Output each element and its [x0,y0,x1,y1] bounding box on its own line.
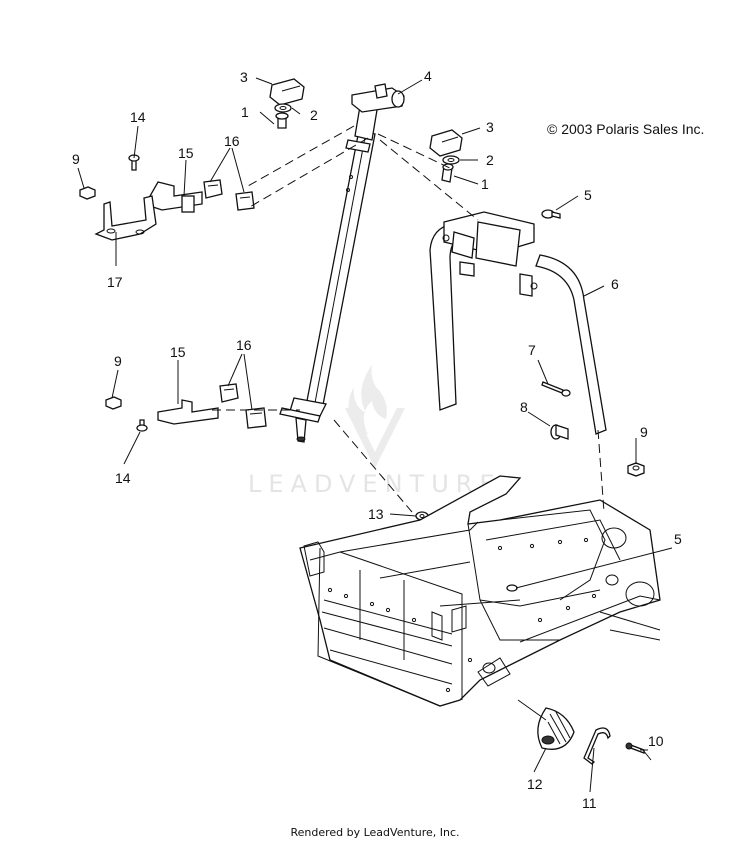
upper-right-hardware [429,129,463,183]
callout-12: 12 [527,776,543,792]
callout-17: 17 [107,274,123,290]
callout-14: 14 [130,109,146,125]
callout-labels: 3 1 2 4 3 2 1 5 6 7 8 9 5 13 14 9 15 16 … [72,68,682,811]
callout-2: 2 [310,107,318,123]
callout-7: 7 [528,342,536,358]
lower-right-parts [537,707,645,765]
upper-left-hardware [269,78,305,129]
steering-support-hoop [429,211,607,435]
leadventure-watermark: LEADVENTURE [248,365,502,498]
callout-9: 9 [640,424,648,440]
callout-1: 1 [481,176,489,192]
callout-10: 10 [648,733,664,749]
callout-3: 3 [486,119,494,135]
callout-8: 8 [520,399,528,415]
callout-1: 1 [241,104,249,120]
callout-9: 9 [114,353,122,369]
upper-clamp-assembly [79,154,255,241]
callout-16: 16 [236,337,252,353]
callout-13: 13 [368,506,384,522]
callout-5: 5 [584,187,592,203]
copyright-notice: © 2003 Polaris Sales Inc. [547,121,705,137]
callout-5: 5 [674,531,682,547]
leader-lines [77,77,673,793]
callout-6: 6 [611,276,619,292]
callout-14: 14 [115,470,131,486]
callout-3: 3 [240,69,248,85]
right-hardware [541,209,645,477]
callout-15: 15 [170,344,186,360]
callout-4: 4 [424,68,432,84]
alignment-lines [212,125,605,513]
callout-16: 16 [224,133,240,149]
footer-credit: Rendered by LeadVenture, Inc. [290,826,460,839]
chassis-frame [299,475,661,707]
watermark-text: LEADVENTURE [248,470,502,498]
callout-15: 15 [178,145,194,161]
lower-clamp-assembly [105,383,267,432]
callout-2: 2 [486,152,494,168]
callout-11: 11 [582,795,597,811]
callout-9: 9 [72,151,80,167]
steering-post [279,83,405,443]
